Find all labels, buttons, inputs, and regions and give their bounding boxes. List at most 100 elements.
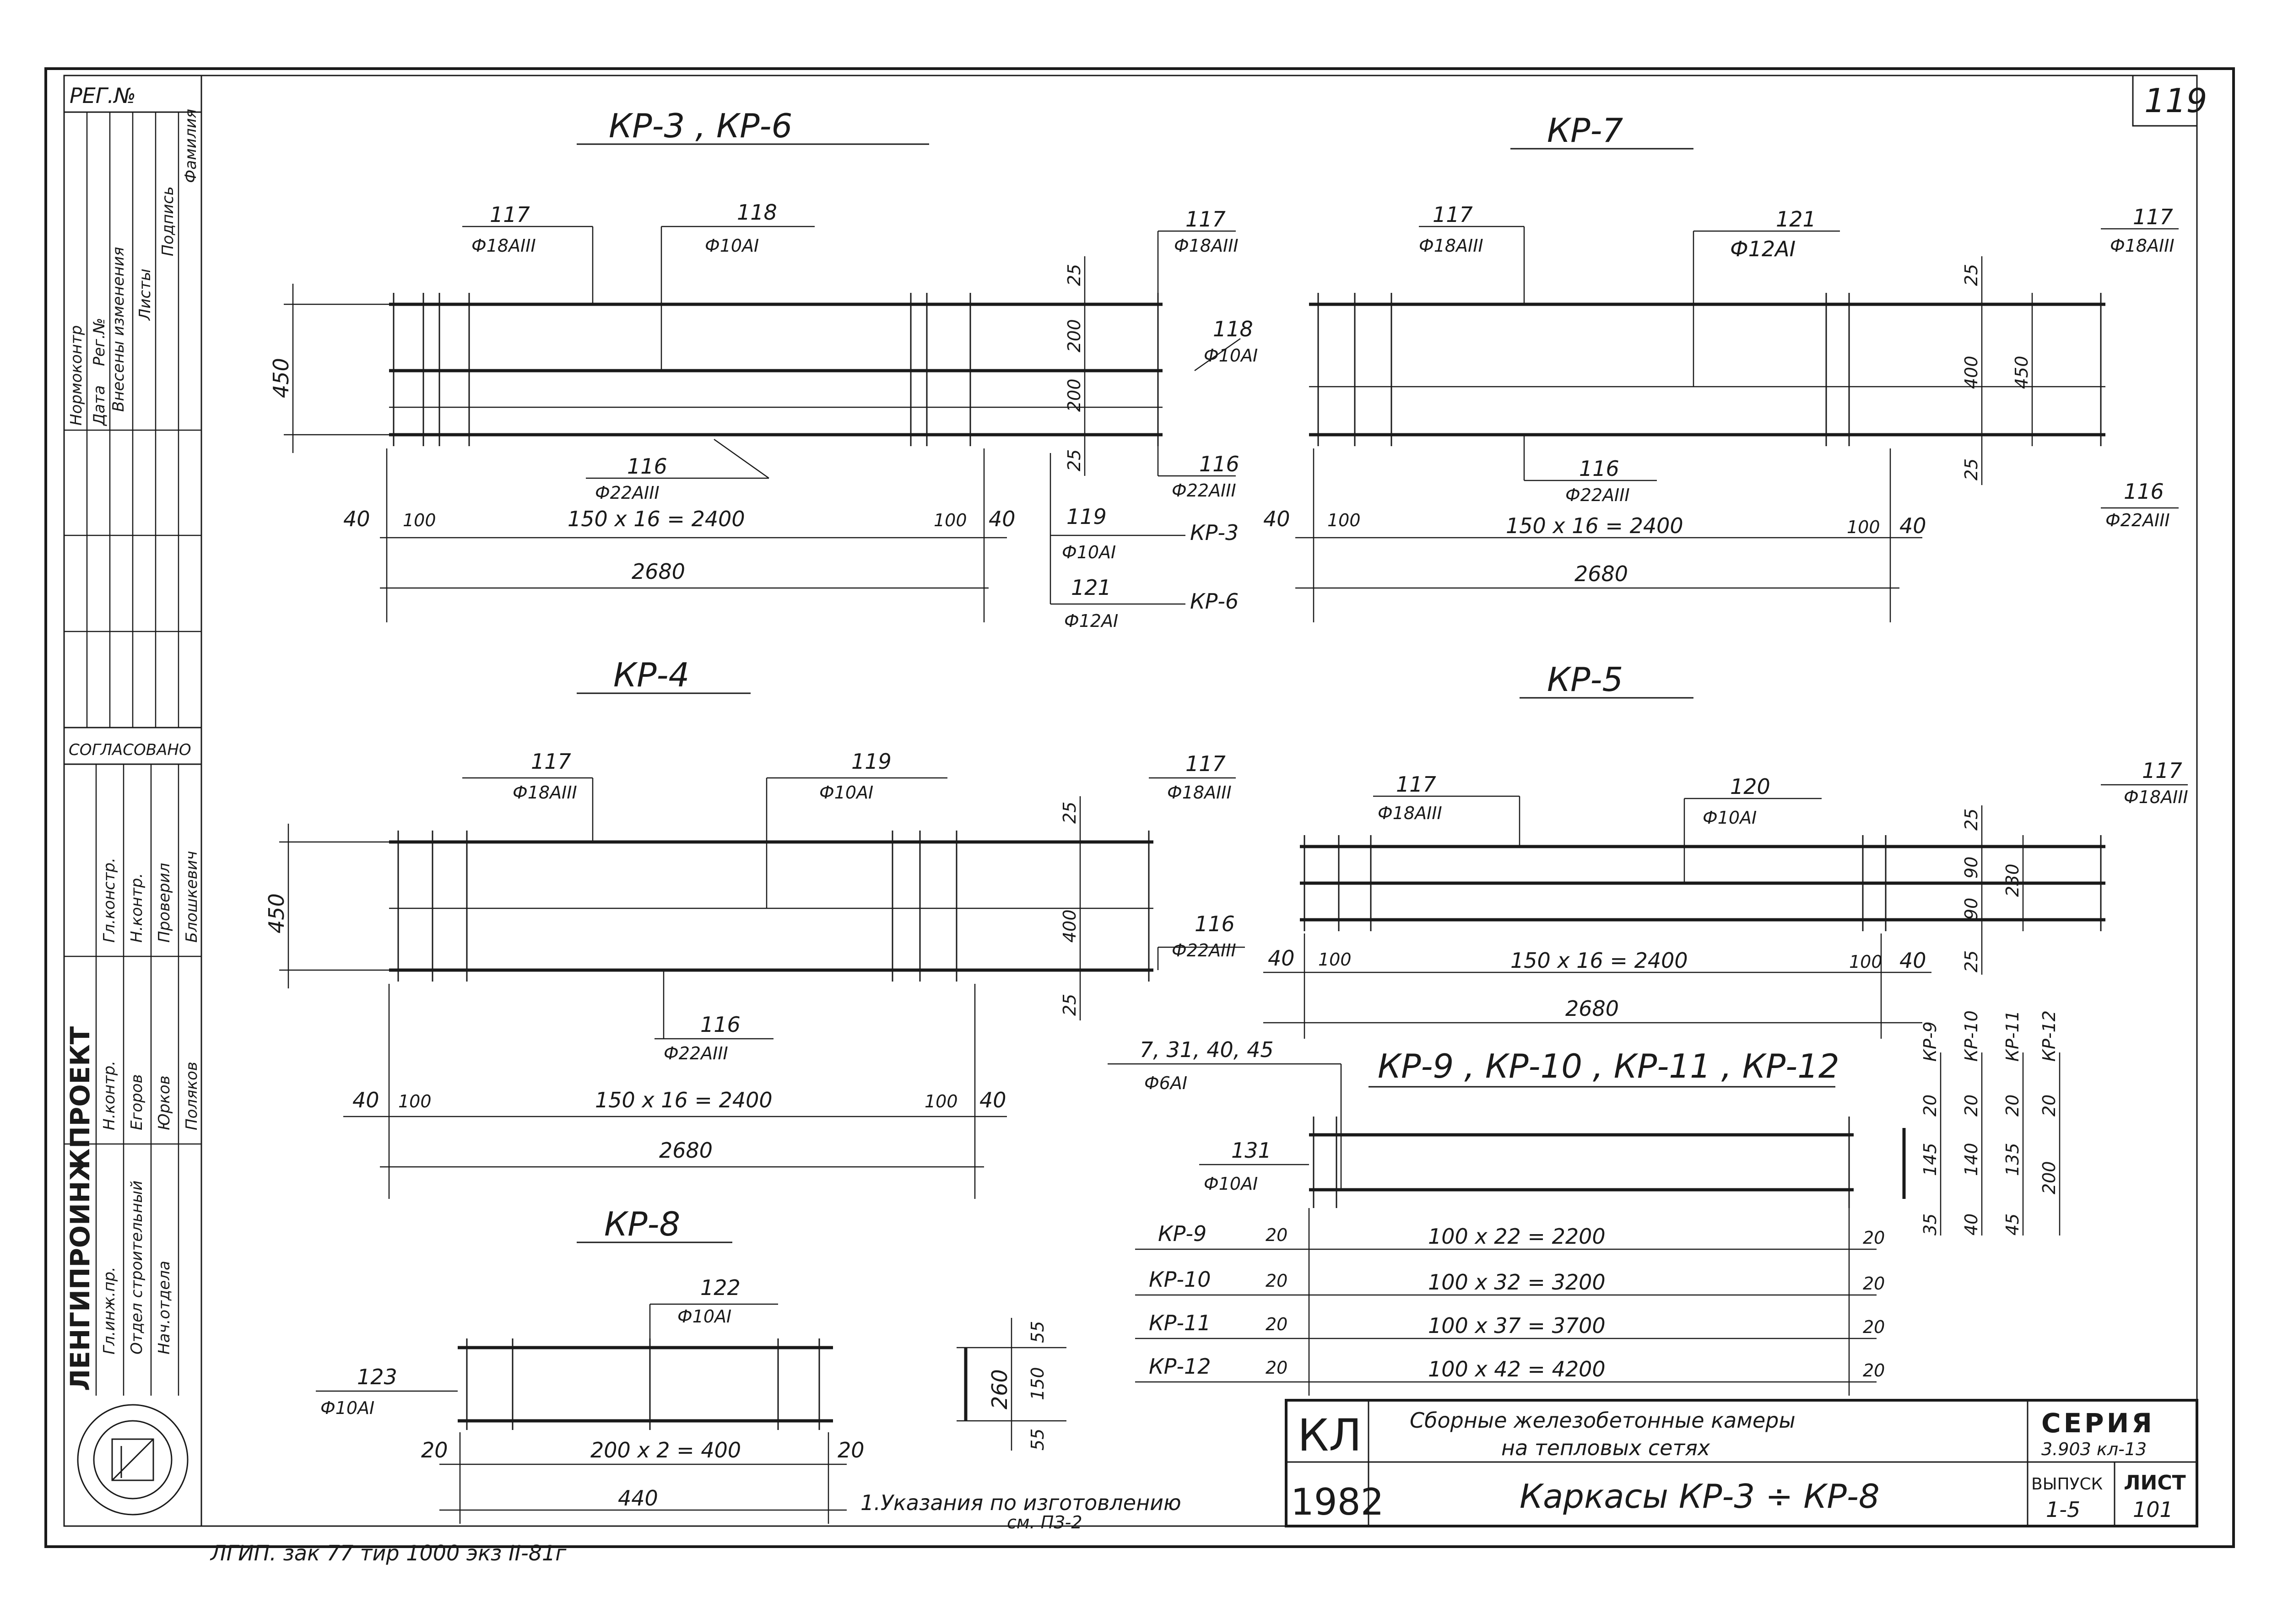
title-year: 1982	[1291, 1481, 1384, 1523]
kr11-section-bot: 45	[2002, 1214, 2023, 1236]
kr5-dim-right-end: 40	[1899, 948, 1926, 973]
kr12-row-left: 20	[1266, 1358, 1287, 1378]
note-line-2: см. ПЗ-2	[1007, 1512, 1082, 1532]
kr3-callout-118-spec: Ф10АI	[705, 236, 759, 256]
kr7-callout-121-pos: 121	[1776, 207, 1816, 232]
kr9-row-1: КР-9 20 100 x 22 = 2200 20	[1135, 1221, 1885, 1250]
kr5-callout-120-spec: Ф10АI	[1703, 808, 1757, 828]
kr7-dim-bot: 25	[1961, 459, 1981, 480]
kr7-dim-total: 2680	[1574, 561, 1628, 586]
kr9-section-dims: КР-9 20 145 35	[1920, 1021, 1942, 1236]
kr4-callout-116-pos: 116	[700, 1012, 741, 1037]
changes-col-1: Нормоконтр	[67, 325, 86, 426]
kr9-top-callout-spec: Ф6АI	[1144, 1073, 1187, 1093]
kr5-dim-total: 2680	[1565, 996, 1619, 1021]
kr3-alt-119-spec: Ф10АI	[1062, 542, 1116, 562]
kr8-dim-mid: 150	[1028, 1367, 1048, 1400]
kr5-dim-left-first: 100	[1318, 950, 1352, 970]
name-4: Блошкевич	[183, 851, 201, 943]
kr3-callout-118b-spec: Ф10АI	[1204, 345, 1258, 366]
kr4-dim-span: 150 x 16 = 2400	[595, 1088, 773, 1112]
drawing-title: Каркасы КР-3 ÷ КР-8	[1520, 1477, 1880, 1516]
kr7-callout-116b-spec: Ф22АIII	[2105, 510, 2170, 530]
sig-label-2: Проверил	[155, 863, 173, 943]
kr10-row-left: 20	[1266, 1271, 1287, 1291]
kr7-dim-right-first: 100	[1847, 517, 1880, 537]
issue-label: ВЫПУСК	[2031, 1475, 2103, 1494]
kr4-callout-117b-spec: Ф18АIII	[1167, 782, 1232, 803]
kr11-row-right: 20	[1863, 1317, 1885, 1337]
kr11-row: КР-11 20 100 x 37 = 3700 20	[1135, 1311, 1885, 1339]
kr10-section-top: 20	[1961, 1095, 1981, 1117]
print-note: ЛГИП. зак 77 тир 1000 экз II-81г	[210, 1541, 567, 1565]
kr4-callout-116b-spec: Ф22АIII	[1172, 940, 1236, 960]
kr7-callout-116-spec: Ф22АIII	[1565, 485, 1630, 505]
kr9-row-label: КР-9	[1158, 1221, 1206, 1246]
kr10-row-right: 20	[1863, 1273, 1885, 1294]
kr5-callout-117-pos: 117	[1396, 772, 1436, 797]
kr5-dim-left-end: 40	[1268, 946, 1295, 971]
kr5-callout-117b-spec: Ф18АIII	[2124, 787, 2188, 807]
kr7-dim-right-end: 40	[1899, 513, 1926, 538]
kr8-callout-122-spec: Ф10АI	[677, 1306, 731, 1327]
role-1: Гл.констр.	[100, 858, 119, 943]
kr3-callout-118-pos: 118	[737, 200, 777, 225]
changes-table: Внесены изменения Нормоконтр Дата Рег.№ …	[64, 109, 201, 728]
signature-grid: Гл.констр. Н.контр. Гл.инж.пр. Отдел стр…	[64, 764, 201, 1396]
kr3-dim-right-end: 40	[989, 507, 1016, 531]
kr7-callout-117-pos: 117	[1433, 202, 1473, 227]
kr7-callout-121-spec: Ф12АI	[1730, 237, 1796, 261]
kr12-section-height: 200	[2039, 1161, 2059, 1194]
kr4-dim-mid: 400	[1060, 909, 1080, 943]
kr4-callout-117-pos: 117	[531, 749, 571, 774]
kr5-dim-height: 230	[2002, 863, 2023, 897]
kr7-dim-left-end: 40	[1263, 507, 1290, 531]
kr3-callout-116-pos: 116	[627, 454, 667, 479]
kr3-callout-116-spec: Ф22АIII	[595, 483, 660, 503]
kr3-dim-mid1: 200	[1064, 319, 1084, 352]
kr3-dim-bot: 25	[1064, 449, 1084, 471]
top-sheet-number-text: 119	[2144, 81, 2207, 120]
kr5-dim-mid2: 90	[1961, 898, 1981, 920]
kr9-row-left: 20	[1266, 1225, 1287, 1245]
kr4-dim-left-first: 100	[398, 1091, 432, 1111]
kr8-dim-span: 200 x 2 = 400	[590, 1438, 741, 1462]
kr12-row: КР-12 20 100 x 42 = 4200 20	[1135, 1354, 1885, 1383]
kr3-alt-119-note: КР-3	[1190, 520, 1239, 545]
kr9-section-height: 145	[1920, 1143, 1940, 1176]
kr4-dim-right-first: 100	[925, 1091, 958, 1111]
kr4-dim-top: 25	[1060, 802, 1080, 824]
kr12-row-label: КР-12	[1149, 1354, 1211, 1379]
kr12-section-top: 20	[2039, 1095, 2059, 1117]
kr7-dim-span: 150 x 16 = 2400	[1506, 513, 1683, 538]
kr3-alt-119-pos: 119	[1066, 504, 1107, 529]
kr5-callout-117-spec: Ф18АIII	[1378, 803, 1442, 823]
kr7-callout-117b-pos: 117	[2133, 205, 2173, 229]
title-block: КЛ 1982 Сборные железобетонные камеры на…	[1285, 1399, 2198, 1527]
name-3: Поляков	[183, 1062, 201, 1130]
sig-label-1: Н.контр.	[128, 873, 146, 943]
kr4-callout-116-spec: Ф22АIII	[664, 1043, 728, 1063]
name-2: Юрков	[155, 1075, 173, 1130]
view-kr7-title: КР-7	[1547, 111, 1623, 150]
kr10-section-label: КР-10	[1961, 1010, 1981, 1062]
kr8-dim-total: 440	[618, 1486, 658, 1511]
kr5-dim-span: 150 x 16 = 2400	[1510, 948, 1688, 973]
kr3-callout-116b-pos: 116	[1199, 452, 1239, 476]
kr10-row-span: 100 x 32 = 3200	[1428, 1270, 1606, 1295]
title-desc-2: на тепловых сетях	[1501, 1435, 1710, 1460]
kr8-dim-left-end: 20	[421, 1438, 448, 1462]
view-kr5: КР-5 117 Ф18АIII 120 Ф10АI 117 Ф18АIII 2…	[1263, 660, 2188, 1039]
changes-col-5: Подпись	[159, 186, 177, 256]
kr5-callout-117b-pos: 117	[2142, 758, 2182, 783]
org-emblem-icon	[77, 1404, 189, 1516]
kr3-callout-117-spec: Ф18АIII	[471, 236, 536, 256]
changes-col-4: Листы	[136, 269, 154, 321]
kr4-callout-119-pos: 119	[851, 749, 892, 774]
kr10-section-bot: 40	[1961, 1214, 1981, 1236]
kr4-callout-117b-pos: 117	[1185, 751, 1226, 776]
view-kr3-kr6-title: КР-3 , КР-6	[609, 107, 792, 145]
view-kr3-kr6: КР-3 , КР-6 117 Ф18АIII 118 Ф10АI 117 Ф1…	[269, 107, 1258, 631]
kr9-row-right: 20	[1863, 1228, 1885, 1248]
kr12-row-right: 20	[1863, 1360, 1885, 1381]
